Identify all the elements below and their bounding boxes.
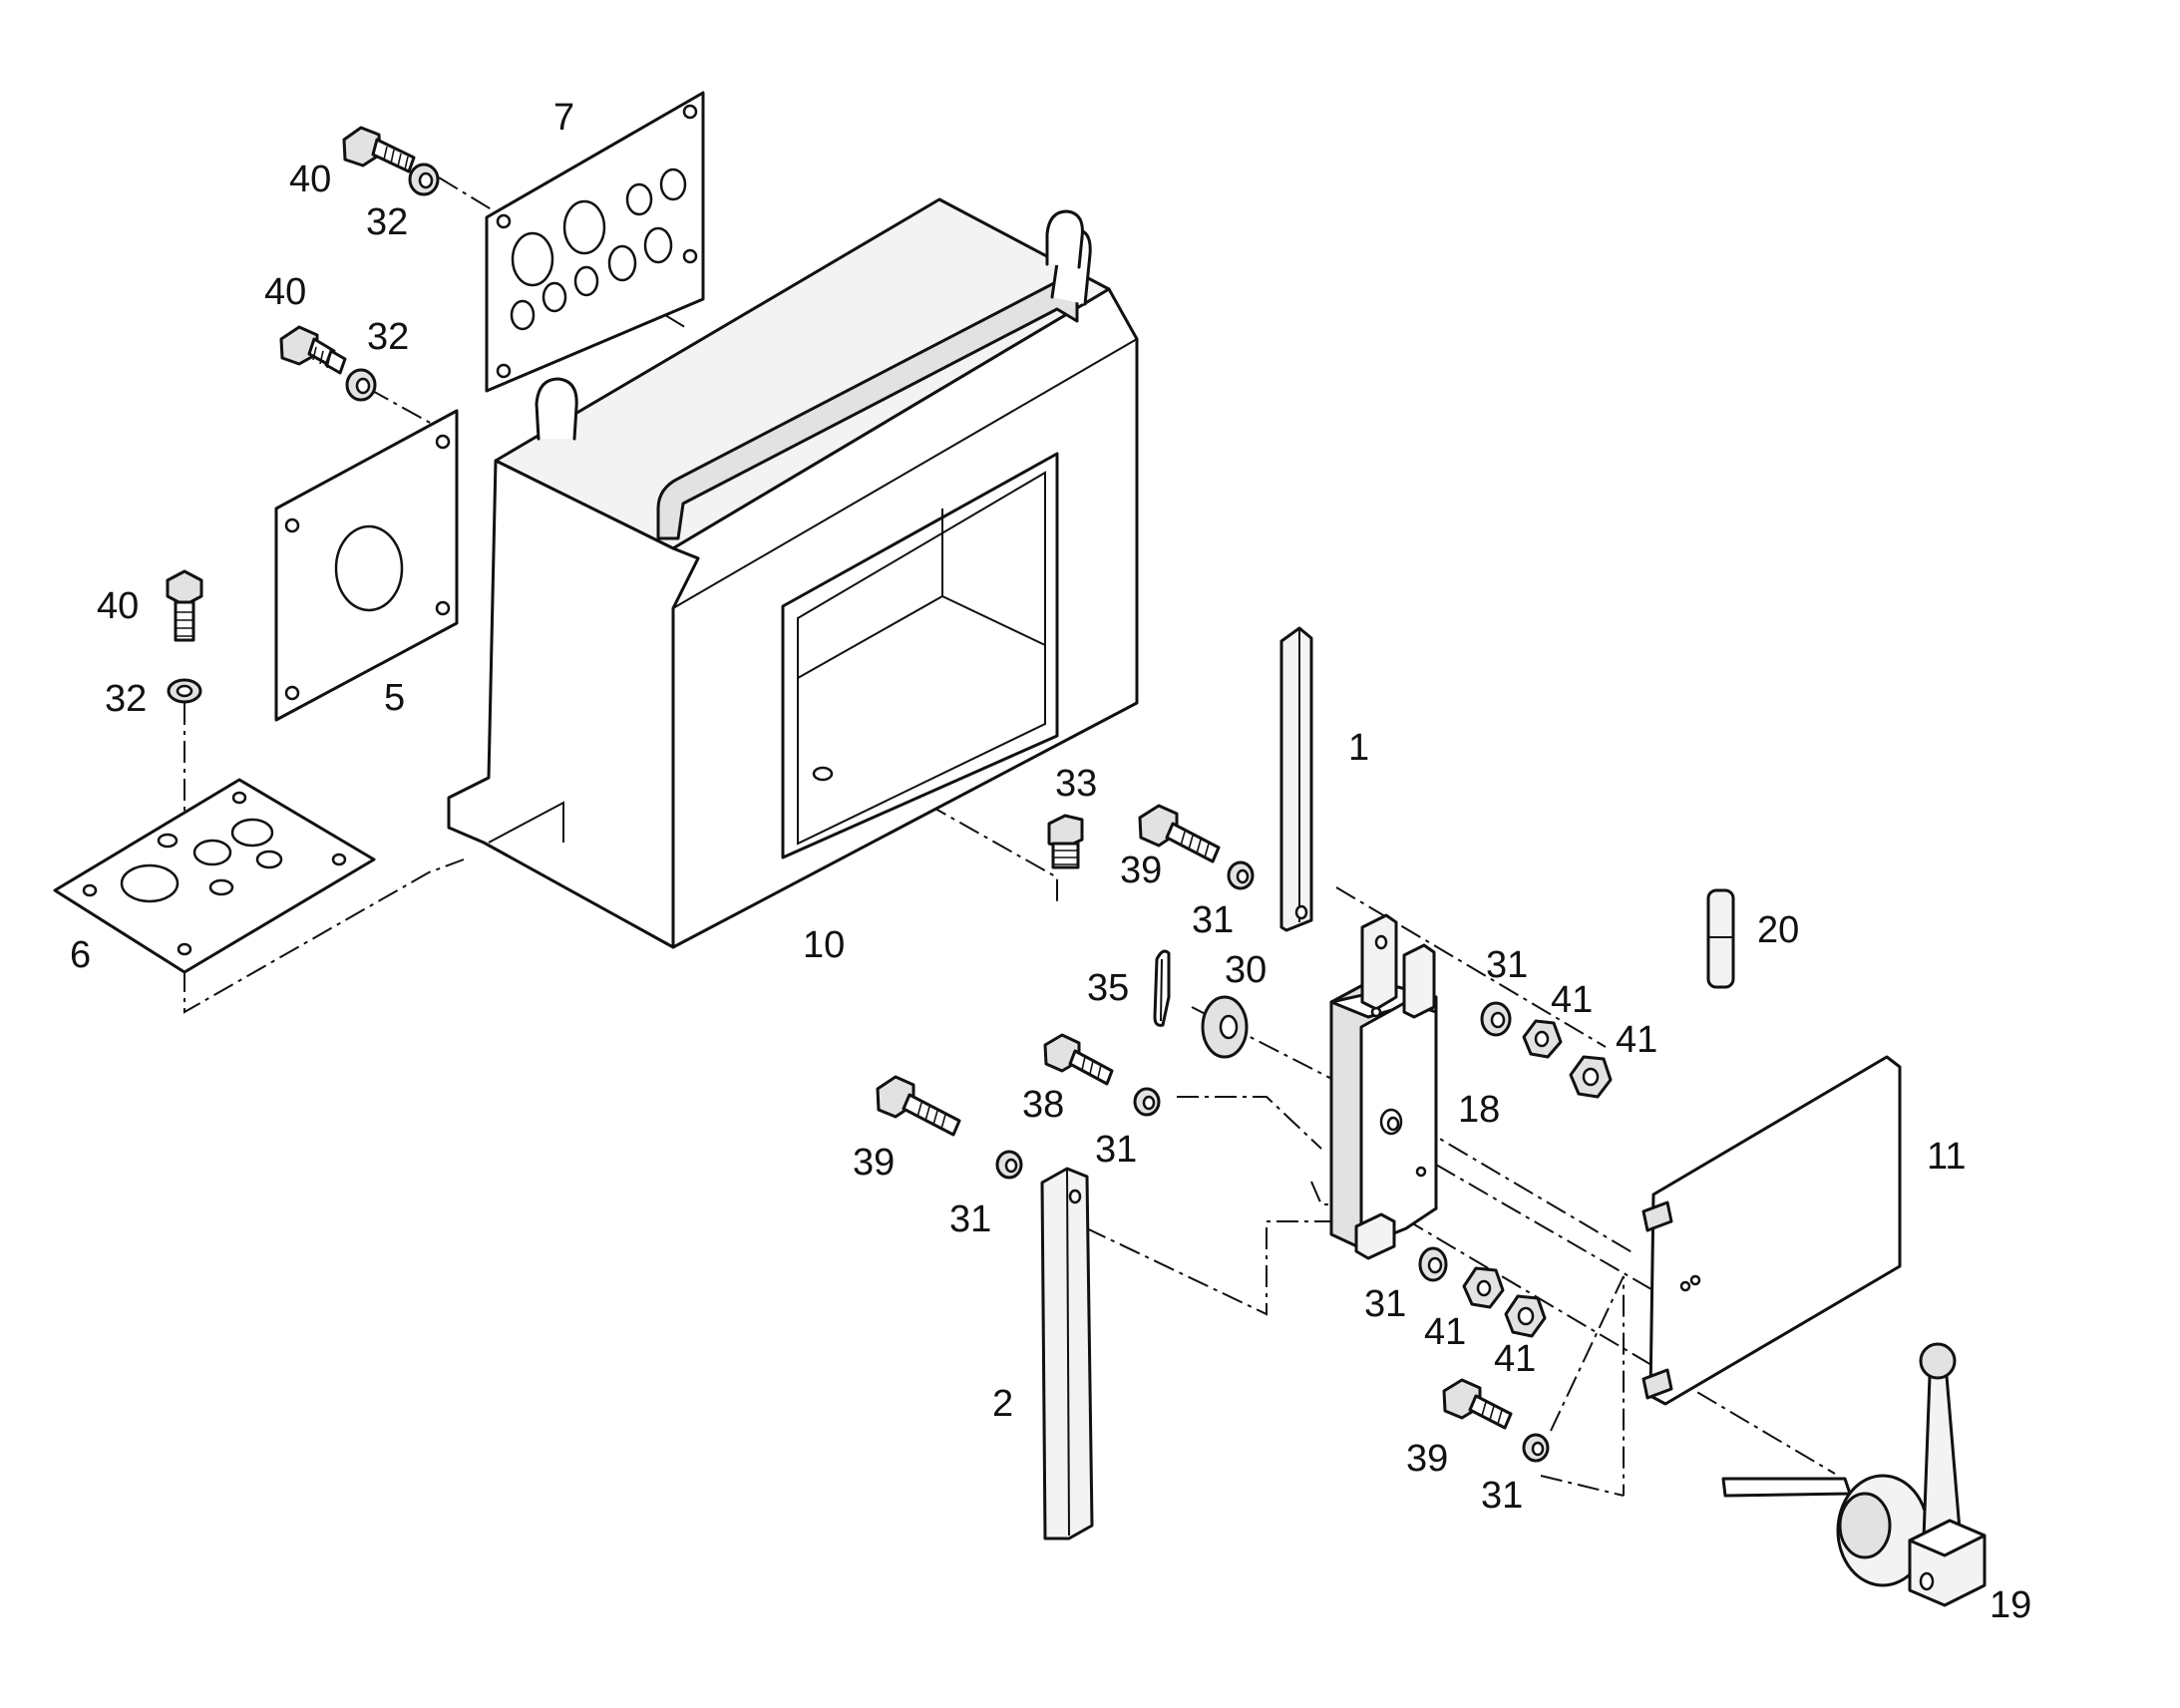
callout-6: 6	[70, 934, 91, 976]
callout-20: 20	[1757, 909, 1799, 951]
block-18	[1329, 913, 1438, 1260]
callout-39-c: 39	[1406, 1438, 1448, 1480]
bar-1	[1279, 626, 1313, 932]
plate-5	[274, 409, 459, 722]
washer-32-top	[408, 163, 440, 196]
callout-31-b: 31	[1486, 944, 1528, 986]
callout-19: 19	[1990, 1584, 2031, 1626]
pin-20	[1706, 888, 1735, 989]
washer-31-right-lower	[1418, 1246, 1448, 1282]
bolt-39-upper	[1138, 804, 1221, 863]
bolt-40-mid	[279, 325, 347, 375]
callout-41-d: 41	[1494, 1338, 1536, 1380]
callout-11: 11	[1927, 1136, 1966, 1178]
callout-35: 35	[1087, 967, 1129, 1009]
callout-18: 18	[1458, 1089, 1500, 1131]
callout-31-a: 31	[1192, 899, 1234, 941]
washer-31-upper	[1227, 860, 1255, 890]
plug-33	[1047, 814, 1084, 869]
callout-39-b: 39	[853, 1142, 895, 1184]
callout-1: 1	[1348, 727, 1369, 769]
cover-11	[1641, 1055, 1902, 1406]
washer-32-mid	[345, 368, 377, 402]
callout-31-f: 31	[1481, 1475, 1523, 1517]
callout-39-a: 39	[1120, 850, 1162, 891]
split-pin-35	[1153, 949, 1171, 1027]
callout-32-b: 32	[367, 316, 409, 358]
callout-5: 5	[384, 677, 405, 719]
washer-30	[1201, 995, 1249, 1059]
bolt-38	[1043, 1033, 1114, 1086]
callout-31-c: 31	[1095, 1129, 1137, 1171]
callout-33: 33	[1055, 763, 1097, 805]
callout-32-a: 32	[366, 201, 408, 243]
washer-31-38	[1133, 1087, 1161, 1117]
nut-41-c	[1462, 1266, 1505, 1309]
bolt-39-left	[876, 1075, 961, 1137]
callout-40-b: 40	[264, 271, 306, 313]
washer-31-right-upper	[1480, 1001, 1512, 1037]
nut-41-a	[1522, 1019, 1563, 1059]
bolt-40-left	[166, 569, 203, 642]
callout-31-d: 31	[949, 1198, 991, 1240]
callout-40-a: 40	[289, 159, 331, 200]
callout-41-b: 41	[1616, 1019, 1657, 1061]
callout-41-c: 41	[1424, 1311, 1466, 1353]
lever-19	[1721, 1342, 1987, 1607]
bar-2	[1040, 1167, 1094, 1540]
callout-10: 10	[803, 924, 845, 966]
callout-41-a: 41	[1551, 979, 1593, 1021]
callouts: 1 2 5 6 7 10 11 18 19 20 30 31 31 31 31 …	[70, 97, 2031, 1626]
nut-41-b	[1569, 1055, 1613, 1099]
washer-31-left	[995, 1150, 1023, 1180]
washer-32-left	[167, 678, 202, 704]
plate-7	[485, 91, 705, 393]
nut-41-d	[1504, 1294, 1547, 1338]
bolt-40-top	[342, 126, 416, 173]
callout-32-c: 32	[105, 678, 147, 720]
callout-38: 38	[1022, 1084, 1064, 1126]
callout-7: 7	[553, 97, 574, 139]
callout-40-c: 40	[97, 585, 139, 627]
callout-31-e: 31	[1364, 1283, 1406, 1325]
washer-31-lower	[1522, 1433, 1550, 1463]
plate-6	[53, 778, 376, 974]
bolt-39-lower	[1442, 1378, 1513, 1430]
housing-10	[447, 197, 1139, 949]
callout-30: 30	[1225, 949, 1267, 991]
callout-2: 2	[992, 1383, 1013, 1425]
